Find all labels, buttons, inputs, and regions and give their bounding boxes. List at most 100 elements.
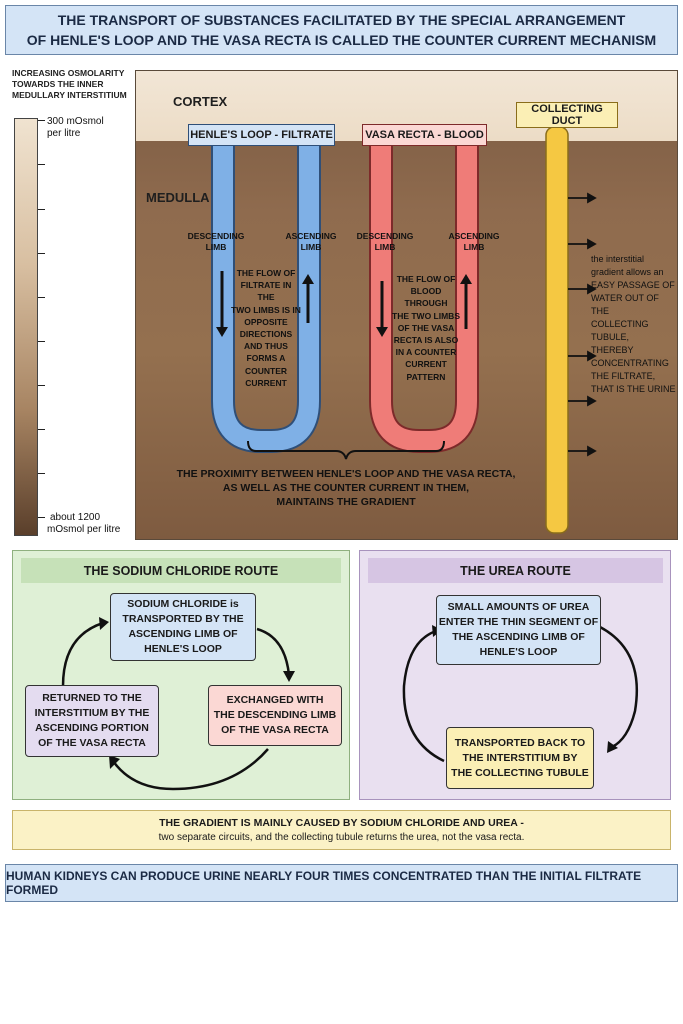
- tubes-svg: [211, 126, 597, 534]
- node-line: OF THE VASA RECTA: [38, 737, 146, 749]
- collecting-duct-tube: [545, 126, 569, 534]
- cortex-label: CORTEX: [173, 94, 228, 109]
- scale-tick: [38, 517, 45, 519]
- node-line: THE INTERSTITIUM BY: [462, 751, 578, 764]
- flow-line: OPPOSITE: [244, 316, 288, 327]
- scale-tick: [38, 209, 45, 211]
- henle-loop-tube: [213, 143, 319, 451]
- collecting-duct-text: the interstitial gradient allows an EASY…: [591, 253, 677, 396]
- page-title: THE TRANSPORT OF SUBSTANCES FACILITATED …: [5, 5, 678, 55]
- scale-tick: [38, 341, 45, 343]
- scale-tick: [38, 385, 45, 387]
- node-line: THE COLLECTING TUBULE: [451, 766, 589, 779]
- node-line: TRANSPORTED BACK TO: [454, 736, 586, 749]
- flow-line: THE FLOW OF: [396, 274, 456, 284]
- proximity-line: THE PROXIMITY BETWEEN HENLE'S LOOP AND T…: [176, 468, 516, 480]
- henle-ascending-label: ASCENDING LIMB: [281, 231, 341, 253]
- scale-heading-line: MEDULLARY INTERSTITIUM: [12, 90, 127, 100]
- node-line: HENLE'S LOOP: [144, 643, 222, 655]
- flow-line: CURRENT: [245, 377, 287, 388]
- scale-tick: [38, 473, 45, 475]
- henle-descending-arrow: [216, 271, 228, 337]
- proximity-line: AS WELL AS THE COUNTER CURRENT IN THEM,: [222, 482, 470, 494]
- label-line: LIMB: [463, 242, 485, 252]
- scale-tick: [38, 297, 45, 299]
- scale-tick: [38, 164, 45, 166]
- label-line: DESCENDING: [356, 231, 414, 241]
- flow-line: TWO LIMBS IS IN: [231, 304, 301, 315]
- footer-banner: HUMAN KIDNEYS CAN PRODUCE URINE NEARLY F…: [5, 864, 678, 902]
- sodium-node-return: RETURNED TO THE INTERSTITIUM BY THE ASCE…: [25, 685, 159, 757]
- duct-line: gradient allows an: [591, 267, 664, 277]
- node-line: ASCENDING PORTION: [35, 722, 149, 734]
- scale-heading-line: TOWARDS THE INNER: [12, 79, 104, 89]
- scale-heading: INCREASING OSMOLARITY TOWARDS THE INNER …: [12, 68, 142, 101]
- node-line: RETURNED TO THE: [42, 692, 142, 704]
- flow-line: FILTRATE IN THE: [240, 280, 292, 303]
- summary-normal: two separate circuits, and the collectin…: [158, 831, 525, 843]
- kidney-diagram: CORTEX MEDULLA: [135, 70, 678, 540]
- scale-top-value: 300 mOsmol: [47, 116, 104, 127]
- label-line: LIMB: [205, 242, 227, 252]
- node-line: TRANSPORTED BY THE: [122, 613, 244, 625]
- node-line: EXCHANGED WITH: [226, 694, 324, 706]
- scale-tick: [38, 429, 45, 431]
- flow-line: FORMS A: [246, 353, 286, 364]
- scale-top-label: 300 mOsmol per litre: [47, 116, 104, 140]
- node-line: INTERSTITIUM BY THE: [34, 707, 150, 719]
- proximity-line: MAINTAINS THE GRADIENT: [276, 496, 416, 508]
- sodium-route-title: THE SODIUM CHLORIDE ROUTE: [21, 558, 341, 583]
- vasa-descending-arrow: [376, 281, 388, 337]
- vasa-recta-tube: [371, 143, 477, 451]
- node-line: SMALL AMOUNTS OF UREA: [447, 601, 590, 613]
- flow-line: THE FLOW OF: [236, 268, 296, 278]
- collecting-duct-tag: COLLECTING DUCT: [516, 102, 618, 128]
- node-line: HENLE'S LOOP: [479, 646, 558, 658]
- vasa-ascending-label: ASCENDING LIMB: [444, 231, 504, 253]
- flow-line: COUNTER: [244, 365, 288, 376]
- flow-line: OF THE VASA: [397, 322, 455, 333]
- urea-route-panel: THE UREA ROUTE SMALL AMOUNTS OF UREA ENT…: [359, 550, 671, 800]
- scale-heading-line: INCREASING OSMOLARITY: [12, 68, 125, 78]
- label-line: ASCENDING: [448, 231, 500, 241]
- scale-bottom-unit: mOsmol per litre: [47, 524, 121, 535]
- flow-line: IN A COUNTER: [395, 347, 457, 358]
- duct-line: CONCENTRATING: [591, 358, 669, 368]
- vasa-recta-tag: VASA RECTA - BLOOD: [362, 124, 487, 146]
- scale-tick: [38, 253, 45, 255]
- node-line: OF THE VASA RECTA: [221, 724, 329, 736]
- scale-bottom-value: about 1200: [50, 512, 101, 523]
- henle-descending-label: DESCENDING LIMB: [183, 231, 249, 253]
- flow-line: CURRENT: [405, 359, 447, 370]
- flow-line: DIRECTIONS: [239, 329, 293, 340]
- henle-loop-tag: HENLE'S LOOP - FILTRATE: [188, 124, 335, 146]
- proximity-brace: [247, 440, 445, 460]
- duct-line: THEREBY: [591, 345, 634, 355]
- proximity-text: THE PROXIMITY BETWEEN HENLE'S LOOP AND T…: [166, 467, 526, 509]
- scale-top-unit: per litre: [47, 128, 81, 139]
- vasa-flow-text: THE FLOW OF BLOOD THROUGH THE TWO LIMBS …: [390, 273, 462, 383]
- henle-flow-text: THE FLOW OF FILTRATE IN THE TWO LIMBS IS…: [231, 267, 301, 389]
- label-line: DESCENDING: [187, 231, 245, 241]
- sodium-node-transport: SODIUM CHLORIDE is TRANSPORTED BY THE AS…: [110, 593, 256, 661]
- scale-bottom-label: about 1200 mOsmol per litre: [47, 512, 120, 536]
- flow-line: BLOOD THROUGH: [404, 286, 448, 309]
- node-line: ASCENDING LIMB OF: [128, 628, 238, 640]
- osmolarity-gradient-bar: [14, 118, 38, 536]
- medulla-label: MEDULLA: [146, 190, 210, 205]
- duct-line: EASY PASSAGE OF: [591, 280, 675, 290]
- sodium-cycle-arrows: [61, 617, 295, 791]
- node-line: THE ASCENDING LIMB OF: [452, 631, 585, 643]
- scale-tick: [38, 120, 45, 122]
- node-line: THE DESCENDING LIMB: [213, 709, 337, 721]
- flow-line: PATTERN: [406, 371, 446, 382]
- label-line: LIMB: [374, 242, 396, 252]
- duct-line: THAT IS THE URINE: [591, 384, 676, 394]
- duct-line: COLLECTING TUBULE,: [591, 319, 649, 342]
- node-line: SODIUM CHLORIDE is: [127, 598, 239, 610]
- node-line: ENTER THE THIN SEGMENT OF: [438, 616, 599, 628]
- flow-line: THE TWO LIMBS: [392, 310, 460, 321]
- duct-line: THE FILTRATE,: [591, 371, 656, 381]
- henle-ascending-arrow: [302, 274, 314, 323]
- flow-line: RECTA IS ALSO: [393, 335, 459, 346]
